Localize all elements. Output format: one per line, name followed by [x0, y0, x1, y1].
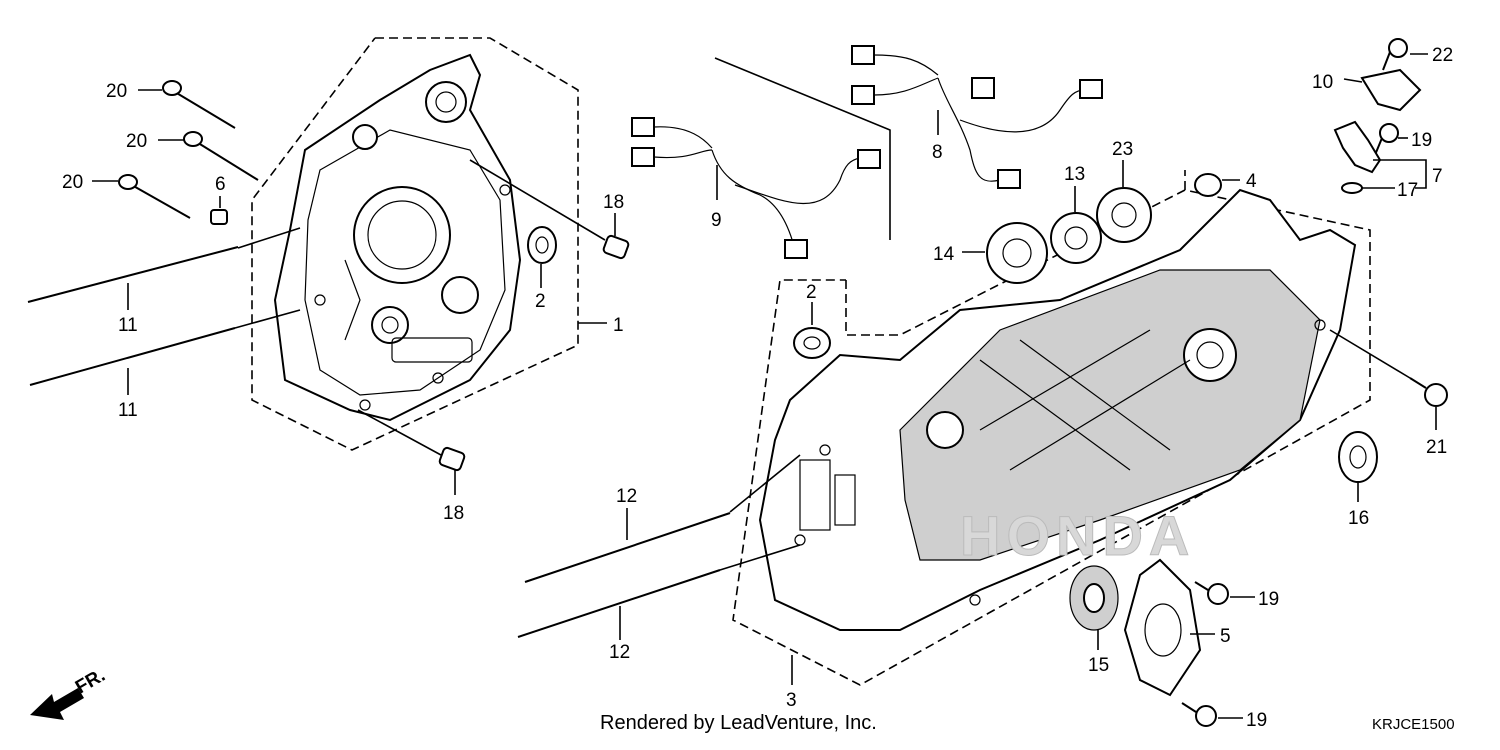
callout-5: 5 [1220, 626, 1231, 647]
callout-19-c: 19 [1246, 710, 1267, 731]
bolt-20-a [162, 80, 236, 129]
callout-14: 14 [933, 244, 955, 265]
callout-2-a: 2 [535, 291, 546, 312]
collar-4 [1194, 173, 1222, 197]
callout-3: 3 [786, 690, 797, 711]
callout-2-b: 2 [806, 282, 817, 303]
bolt-20-c [118, 174, 191, 219]
callout-17: 17 [1397, 180, 1418, 201]
callout-10: 10 [1312, 72, 1333, 93]
svg-text:HONDA: HONDA [960, 504, 1195, 567]
callout-21: 21 [1426, 437, 1447, 458]
collar-2-upper [527, 226, 557, 264]
left-crankcase-boundary [732, 189, 1371, 686]
sensor-7 [1333, 120, 1382, 174]
callout-4: 4 [1246, 171, 1257, 192]
bolt-22 [1382, 38, 1408, 71]
left-crankcase-half: HONDA [758, 188, 1357, 631]
callout-15: 15 [1088, 655, 1109, 676]
bolt-21 [1409, 377, 1448, 407]
callout-13: 13 [1064, 164, 1085, 185]
bolt-19-bottom [1181, 702, 1217, 727]
bracket-10 [1360, 68, 1422, 112]
callout-18-b: 18 [443, 503, 464, 524]
callout-12-a: 12 [616, 486, 637, 507]
callout-labels: 20 20 20 6 11 11 2 18 1 18 9 8 14 13 23 … [62, 45, 1453, 731]
callout-20-a: 20 [106, 81, 127, 102]
bearing-14 [986, 222, 1048, 284]
o-ring-17 [1341, 182, 1363, 194]
footer-credit: Rendered by LeadVenture, Inc. [600, 712, 877, 734]
stud-12-lower [517, 569, 721, 638]
callout-8: 8 [932, 142, 943, 163]
callout-23: 23 [1112, 139, 1133, 160]
callout-20-c: 20 [62, 172, 83, 193]
callout-16: 16 [1348, 508, 1369, 529]
callout-19-b: 19 [1258, 589, 1279, 610]
bearing-23 [1096, 187, 1152, 243]
callout-9: 9 [711, 210, 722, 231]
callout-19-a: 19 [1411, 130, 1432, 151]
wire-harness-9 [631, 117, 881, 259]
callout-12-b: 12 [609, 642, 630, 663]
callout-22: 22 [1432, 45, 1453, 66]
dowel-18-upper [602, 234, 630, 260]
diagram-code: KRJCE1500 [1372, 716, 1455, 733]
leader-lines [92, 53, 1437, 719]
front-direction-arrow: FR. [30, 665, 109, 720]
callout-6: 6 [215, 174, 226, 195]
oil-seal-16 [1338, 431, 1378, 483]
stud-12-upper [524, 512, 731, 583]
right-crankcase-half [273, 53, 522, 422]
plate-5 [1123, 558, 1202, 697]
callout-7: 7 [1432, 166, 1443, 187]
stud-11-upper [27, 246, 239, 303]
stud-11-lower [29, 327, 236, 386]
wire-harness-8 [851, 45, 1103, 189]
callout-11-b: 11 [118, 400, 138, 421]
bearing-13 [1050, 212, 1102, 264]
oil-seal-15 [1069, 565, 1119, 631]
harness-9-frame [714, 57, 891, 240]
bolt-19-top [1374, 123, 1399, 156]
dowel-6 [210, 209, 228, 225]
callout-18-a: 18 [603, 192, 624, 213]
collar-2-lower [793, 327, 831, 359]
bolt-19-mid [1194, 581, 1229, 605]
right-crankcase-boundary [251, 37, 579, 451]
dowel-18-lower [438, 446, 466, 472]
bolt-20-b [183, 131, 259, 181]
callout-1: 1 [613, 315, 624, 336]
callout-11-a: 11 [118, 315, 138, 336]
callout-20-b: 20 [126, 131, 147, 152]
